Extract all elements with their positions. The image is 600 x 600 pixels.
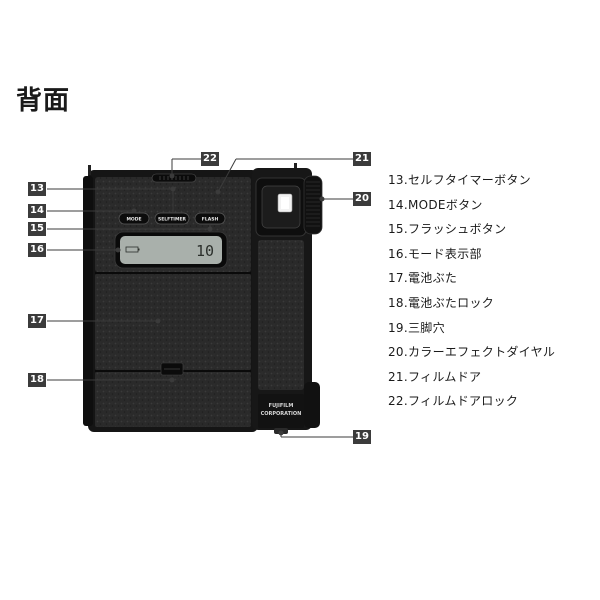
svg-text:FUJIFILM: FUJIFILM [269,403,294,409]
callout-16: 16 [28,243,46,257]
callout-21: 21 [353,152,371,166]
legend-item: 13.セルフタイマーボタン [388,173,531,187]
legend-item: 18.電池ぶたロック [388,295,495,310]
film-door-lock [151,173,197,183]
legend-item: 22.フィルムドアロック [388,394,519,409]
callout-18: 18 [28,373,46,387]
selftimer-button: SELFTIMER [154,212,190,225]
right-grip: FUJIFILM CORPORATION [252,168,323,434]
callout-19: 19 [353,430,371,444]
callout-22: 22 [201,152,219,166]
parts-legend: 13.セルフタイマーボタン 14.MODEボタン 15.フラッシュボタン 16.… [388,168,593,414]
svg-text:FLASH: FLASH [202,217,219,223]
svg-text:SELFTIMER: SELFTIMER [158,217,187,223]
legend-item: 16.モード表示部 [388,246,482,261]
mode-button: MODE [118,212,150,225]
mode-display: 10 [114,231,228,269]
callout-15: 15 [28,222,46,236]
legend-item: 21.フィルムドア [388,369,482,384]
svg-text:10: 10 [196,242,214,260]
legend-item: 14.MODEボタン [388,197,483,212]
flash-button: FLASH [194,212,226,225]
color-effect-dial [303,175,323,235]
svg-text:MODE: MODE [126,217,141,223]
legend-item: 19.三脚穴 [388,320,445,335]
legend-item: 20.カラーエフェクトダイヤル [388,345,556,360]
battery-cover [95,274,251,370]
callout-14: 14 [28,204,46,218]
callout-17: 17 [28,314,46,328]
legend-item: 17.電池ぶた [388,271,458,286]
svg-text:CORPORATION: CORPORATION [261,411,302,417]
legend-item: 15.フラッシュボタン [388,222,507,237]
page-title: 背面 [16,86,71,116]
callout-13: 13 [28,182,46,196]
leader-lines [47,158,353,438]
callout-20: 20 [353,192,371,206]
